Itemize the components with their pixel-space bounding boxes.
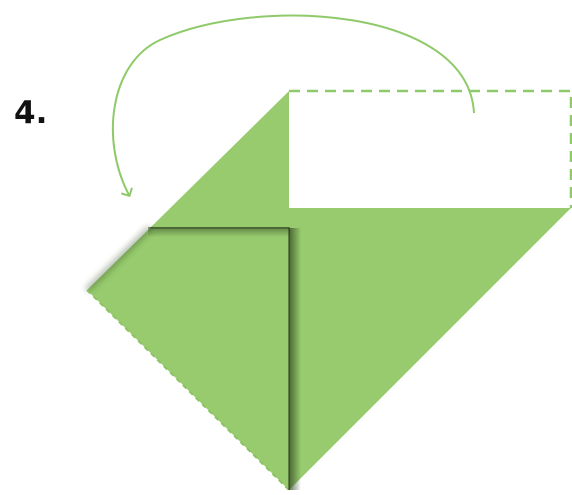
vertical-crease-shadow [289, 228, 301, 490]
paper-top-triangle [150, 91, 289, 228]
dashed-fold-outline [289, 91, 571, 208]
paper-right-triangle [289, 208, 571, 490]
curved-arrow-icon [113, 16, 474, 195]
paper-left-flap [87, 228, 289, 490]
